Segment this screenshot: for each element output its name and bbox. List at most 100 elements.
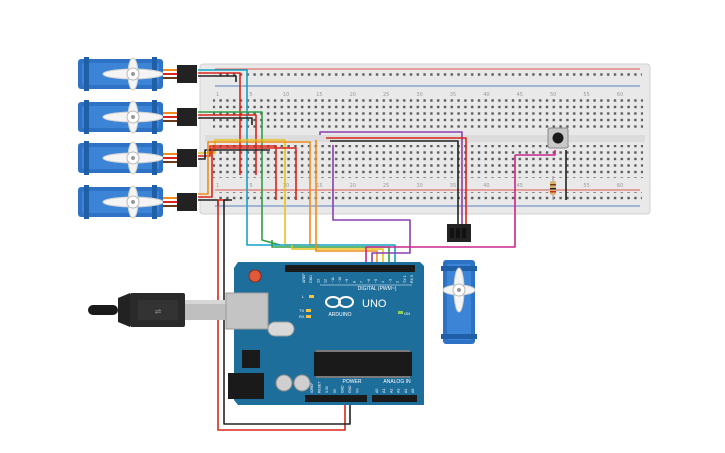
breadboard-column-number: 45 xyxy=(517,183,523,189)
pushbutton[interactable] xyxy=(547,127,569,149)
breadboard-column-number: 5 xyxy=(249,92,252,98)
model-text: UNO xyxy=(362,298,387,310)
wire-servo1-ground xyxy=(198,75,237,82)
voltage-regulator xyxy=(242,350,260,368)
wire-purple-to-pin xyxy=(332,145,411,262)
servo-motor-1[interactable] xyxy=(78,57,197,91)
wire-magenta-to-pin xyxy=(365,155,516,262)
breadboard-column-number: 20 xyxy=(350,92,356,98)
digital-pin-label: 12 xyxy=(324,279,328,283)
digital-label: DIGITAL (PWM~) xyxy=(358,286,397,292)
breadboard-column-number: 1 xyxy=(216,92,219,98)
digital-pin-label: ~10 xyxy=(338,277,342,283)
digital-pin-label: 8 xyxy=(352,281,356,283)
wire-servo2-power xyxy=(198,114,257,175)
power-label: POWER xyxy=(343,379,362,385)
digital-pin-label: 4 xyxy=(381,281,385,283)
wire-5v-power xyxy=(217,199,346,431)
power-pin-label: GND xyxy=(340,385,344,393)
breadboard-column-number: 20 xyxy=(350,183,356,189)
breadboard-column-number: 35 xyxy=(450,183,456,189)
analog-pin-label: A5 xyxy=(411,389,415,393)
digital-pin-label: ~9 xyxy=(345,279,349,283)
breadboard-column-number: 15 xyxy=(316,183,322,189)
analog-label: ANALOG IN xyxy=(383,379,411,385)
breadboard-column-number: 35 xyxy=(450,92,456,98)
wire-servo1-power xyxy=(198,72,241,175)
analog-pin-label: A1 xyxy=(382,389,386,393)
wire-servo4-power xyxy=(198,147,297,200)
capacitor-2 xyxy=(293,374,311,392)
power-pin-label: 3.3V xyxy=(325,385,329,393)
svg-text:⇌: ⇌ xyxy=(155,307,162,316)
on-led xyxy=(398,311,403,314)
digital-pin-label: 7 xyxy=(360,281,364,283)
wire-servo5-signal xyxy=(319,131,463,228)
breadboard-column-number: 55 xyxy=(583,183,589,189)
servo-motor-5[interactable] xyxy=(441,224,477,344)
wire-cyan-to-pin xyxy=(250,244,396,262)
digital-pin-label: AREF xyxy=(302,273,306,283)
power-pin-label: IOREF xyxy=(310,383,314,393)
breadboard-column-number: 60 xyxy=(617,183,623,189)
breadboard-column-number: 30 xyxy=(416,183,422,189)
servo-motor-4[interactable] xyxy=(78,185,197,219)
breadboard-column-number: 25 xyxy=(383,183,389,189)
capacitor-1 xyxy=(275,374,293,392)
digital-pin-label: ~3 xyxy=(388,279,392,283)
wire-magenta-button xyxy=(515,150,556,156)
breadboard-column-number: 1 xyxy=(216,183,219,189)
servo-motor-3[interactable] xyxy=(78,141,197,175)
power-pin-label: Vin xyxy=(356,388,360,393)
wire-ground xyxy=(223,199,351,425)
analog-header[interactable] xyxy=(372,395,417,402)
usb-port[interactable] xyxy=(225,292,269,330)
wire-yellow-to-pin xyxy=(291,245,384,262)
power-jack[interactable] xyxy=(228,373,264,399)
l-label: L xyxy=(302,294,305,299)
breadboard-column-number: 55 xyxy=(583,92,589,98)
wire-servo3-ground xyxy=(198,149,270,160)
analog-pin-label: A3 xyxy=(397,389,401,393)
breadboard-column-number: 45 xyxy=(517,92,523,98)
breadboard-column-number: 25 xyxy=(383,92,389,98)
breadboard-column-number: 60 xyxy=(617,92,623,98)
arduino-logo: ARDUINO xyxy=(325,296,354,318)
wires xyxy=(198,69,556,431)
servo-motor-2[interactable] xyxy=(78,100,197,134)
wire-orange-to-pin xyxy=(315,140,378,262)
breadboard-column-number: 5 xyxy=(249,183,252,189)
power-pin-label: GND xyxy=(348,385,352,393)
breadboard-column-number: 10 xyxy=(283,92,289,98)
crystal xyxy=(267,321,295,337)
rx-label: RX xyxy=(299,314,305,319)
microcontroller-chip xyxy=(314,352,412,376)
digital-pin-label: 13 xyxy=(316,279,320,283)
power-pin-label: 5V xyxy=(333,388,337,393)
resistor[interactable] xyxy=(550,176,556,200)
analog-pin-label: A2 xyxy=(389,389,393,393)
wire-servo5-power xyxy=(326,137,467,228)
digital-pin-label: TX 1 xyxy=(403,275,407,283)
wire-servo1-signal xyxy=(198,69,250,246)
breadboard-column-number: 10 xyxy=(283,183,289,189)
analog-pin-label: A0 xyxy=(375,389,379,393)
rx-led xyxy=(306,315,311,318)
logo-text: ARDUINO xyxy=(328,312,351,318)
power-pin-label: RESET xyxy=(318,382,322,393)
wire-servo2-ground xyxy=(198,117,253,125)
power-header[interactable] xyxy=(305,395,367,402)
digital-header[interactable] xyxy=(285,265,415,272)
digital-pin-label: RX 0 xyxy=(410,275,414,283)
digital-pin-label: GND xyxy=(309,275,313,283)
on-label: ON xyxy=(404,311,410,316)
reset-button[interactable] xyxy=(248,269,262,283)
breadboard-column-number: 40 xyxy=(483,183,489,189)
